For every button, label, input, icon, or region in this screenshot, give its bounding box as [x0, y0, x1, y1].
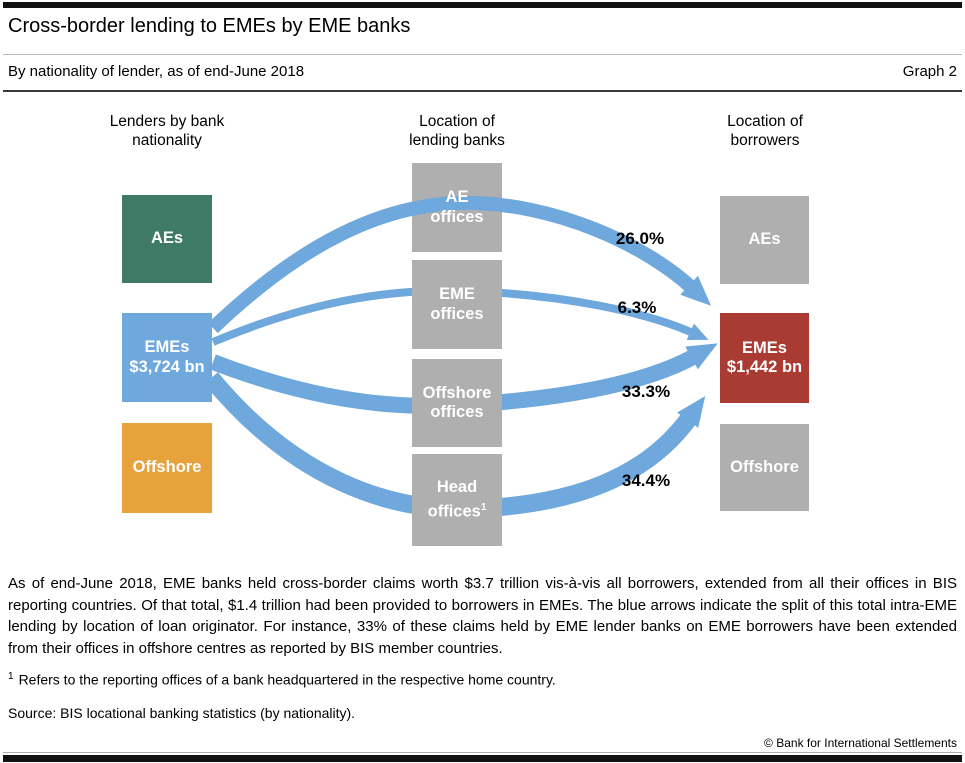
- location-box-head-offices-line2: offices1: [428, 498, 487, 522]
- lender-box-aes: AEs: [122, 195, 212, 283]
- borrower-box-offshore-label: Offshore: [730, 457, 799, 476]
- column-header-borrowers: Location of borrowers: [685, 112, 845, 150]
- footnote-text: Refers to the reporting offices of a ban…: [18, 671, 556, 688]
- graph-number-label: Graph 2: [902, 63, 957, 80]
- top-border-bar: [3, 2, 962, 8]
- flow-diagram: Lenders by bank nationality Location of …: [0, 95, 965, 560]
- divider-above-bottom-bar: [3, 752, 962, 753]
- borrower-box-aes: AEs: [720, 196, 809, 284]
- location-box-head-offices-line2-text: offices: [427, 502, 481, 521]
- lender-box-offshore: Offshore: [122, 423, 212, 513]
- location-box-ae-offices-line1: AE: [445, 188, 469, 206]
- divider-under-subtitle: [3, 90, 962, 92]
- footnote-number: 1: [8, 671, 14, 682]
- flow-percent-offshore-offices: 33.3%: [621, 382, 671, 401]
- location-box-eme-offices: EME offices: [412, 260, 502, 349]
- location-box-eme-offices-line2: offices: [430, 304, 484, 323]
- column-header-locations-line1: Location of: [419, 113, 495, 130]
- lender-box-emes-label: EMEs: [144, 338, 190, 356]
- lender-box-emes: EMEs $3,724 bn: [122, 313, 212, 402]
- column-header-lenders: Lenders by bank nationality: [87, 112, 247, 150]
- footnote: 1 Refers to the reporting offices of a ba…: [8, 671, 556, 688]
- lender-box-aes-label: AEs: [150, 229, 184, 248]
- footnote-marker-superscript: 1: [480, 501, 487, 513]
- description-paragraph: As of end-June 2018, EME banks held cros…: [8, 575, 957, 657]
- column-header-locations-line2: lending banks: [409, 132, 505, 149]
- location-box-offshore-offices-line2: offices: [430, 403, 484, 421]
- flow-percent-head-offices: 34.4%: [621, 471, 671, 490]
- location-box-ae-offices: AE offices: [412, 163, 502, 252]
- borrower-box-emes-label: EMEs: [742, 338, 787, 357]
- lender-box-emes-amount: $3,724 bn: [129, 357, 205, 376]
- location-box-head-offices: Head offices1: [412, 454, 502, 546]
- location-box-offshore-offices-line1: Offshore: [422, 383, 492, 402]
- column-header-lenders-line1: Lenders by bank: [109, 113, 225, 130]
- column-header-borrowers-line1: Location of: [727, 113, 803, 130]
- column-header-locations: Location of lending banks: [377, 112, 537, 150]
- lender-box-offshore-label: Offshore: [132, 458, 202, 477]
- page-title: Cross-border lending to EMEs by EME bank…: [8, 15, 411, 37]
- column-header-lenders-line2: nationality: [132, 132, 202, 149]
- flow-percent-ae-offices: 26.0%: [615, 229, 665, 248]
- source-line: Source: BIS locational banking statistic…: [8, 705, 356, 721]
- borrower-box-aes-label: AEs: [748, 230, 781, 249]
- borrower-box-emes-amount: $1,442 bn: [726, 358, 803, 376]
- flow-percent-eme-offices: 6.3%: [617, 298, 657, 317]
- divider-under-title: [3, 54, 962, 55]
- borrower-box-emes: EMEs $1,442 bn: [720, 313, 809, 403]
- location-box-ae-offices-line2: offices: [430, 207, 484, 226]
- borrower-box-offshore: Offshore: [720, 424, 809, 511]
- location-box-offshore-offices: Offshore offices: [412, 359, 502, 447]
- location-box-eme-offices-line1: EME: [439, 285, 475, 303]
- copyright-line: © Bank for International Settlements: [764, 736, 957, 750]
- column-header-borrowers-line2: borrowers: [730, 132, 800, 149]
- subtitle-row: By nationality of lender, as of end-June…: [8, 63, 957, 80]
- location-box-head-offices-line1: Head: [436, 478, 478, 497]
- subtitle: By nationality of lender, as of end-June…: [8, 63, 305, 80]
- bottom-border-bar: [3, 755, 962, 762]
